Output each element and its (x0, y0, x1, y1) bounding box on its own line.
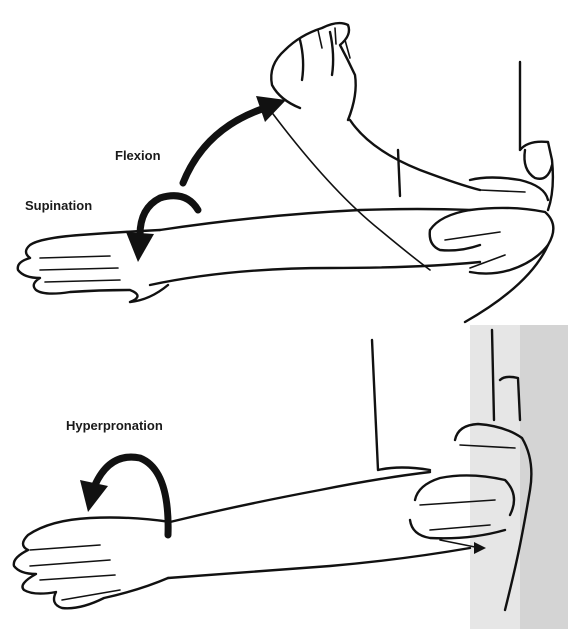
extended-finger-lines (40, 256, 120, 282)
hyperpronation-label: Hyperpronation (66, 418, 163, 433)
examiner-finger-lines (445, 190, 525, 268)
examiner-arm-outline (520, 62, 553, 210)
hyperpronation-arrowhead (80, 480, 108, 512)
examiner-thumb (524, 150, 552, 179)
hyperpronated-finger-lines (30, 545, 120, 600)
extended-forearm-outline (150, 209, 480, 285)
flexion-arrow (183, 108, 265, 183)
flexed-hand-outline (271, 23, 355, 120)
supination-label: Supination (25, 198, 92, 213)
flexed-arm-diagonal (270, 110, 430, 270)
bottom-shaded-edge (520, 325, 568, 629)
hyperpronated-forearm-outline (168, 472, 470, 578)
flexed-forearm-outline (350, 120, 480, 196)
hyperpronation-arrow (95, 457, 168, 535)
bottom-panel: Hyperpronation (14, 325, 568, 629)
supination-arrowhead (126, 232, 154, 262)
top-panel: Flexion Supination (18, 23, 554, 322)
patient-upper-arm-outline (372, 340, 430, 470)
flexion-arrowhead (256, 96, 286, 122)
flexion-label: Flexion (115, 148, 161, 163)
